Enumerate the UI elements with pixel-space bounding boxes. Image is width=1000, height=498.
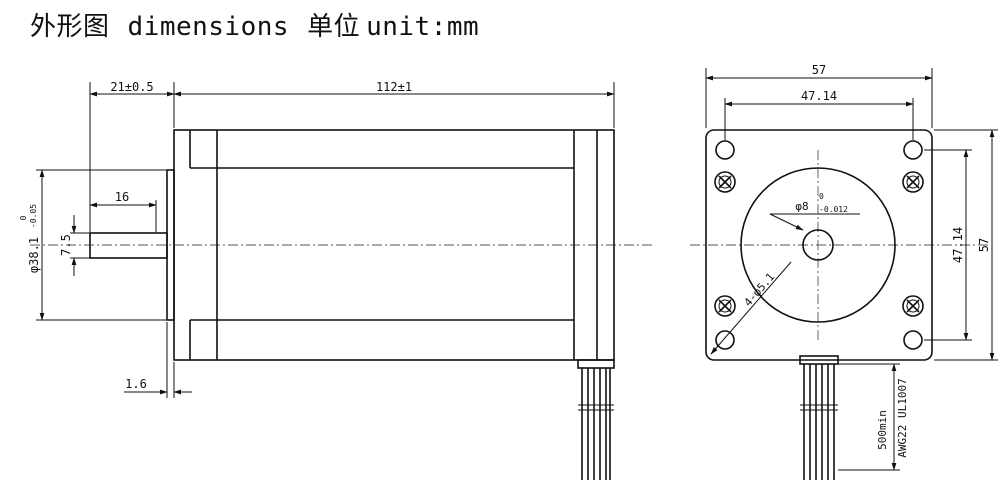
mount-hole-br	[903, 330, 923, 350]
dim-shaft-diameter: 7.5	[59, 234, 73, 256]
dim-front-height: 57	[977, 238, 991, 252]
shaft-hole	[802, 229, 834, 261]
wire-spec: AWG22 UL1007	[896, 378, 909, 457]
front-flange	[705, 129, 933, 361]
dim-body-length: 112±1	[376, 80, 412, 94]
dim-pilot-tol-upper: 0	[19, 215, 28, 220]
title-unit-text: unit:mm	[366, 12, 480, 42]
mount-hole-bl	[715, 330, 735, 350]
dim-shaft-tol-lower: -0.012	[819, 205, 848, 214]
screw-bl	[714, 295, 736, 317]
motor-body	[173, 129, 615, 361]
screw-tr	[902, 171, 924, 193]
title-chinese: 外形图	[30, 12, 110, 42]
dim-lead-length: 500min	[876, 410, 889, 450]
front-view: 57 47.14 47.14 57 φ8 0 -0.012 4-φ5.1	[690, 63, 998, 480]
front-lead-wires	[800, 364, 838, 480]
mount-hole-tr	[903, 140, 923, 160]
mount-hole-tl	[715, 140, 735, 160]
dim-front-width: 57	[812, 63, 826, 77]
side-view: 21±0.5 112±1 16 7.5 φ38.1 0 -0.05 1.6	[19, 80, 655, 480]
dim-pilot-tol-lower: -0.05	[29, 204, 38, 228]
front-cable-exit	[799, 355, 839, 365]
title-dimensions: dimensions	[127, 12, 290, 42]
side-cable-exit	[577, 359, 615, 369]
dim-shaft-tol-upper: 0	[819, 192, 824, 201]
screw-br	[902, 295, 924, 317]
title-unit-chinese: 单位	[307, 12, 361, 42]
side-lead-wires	[578, 368, 614, 480]
dim-pilot-diameter: φ38.1	[27, 237, 41, 273]
screw-tl	[714, 171, 736, 193]
dim-flange-thickness: 1.6	[125, 377, 147, 391]
dim-shaft-flat-length: 16	[115, 190, 129, 204]
dim-shaft-hole: φ8	[795, 200, 808, 213]
dim-hole-spacing-v: 47.14	[951, 227, 965, 263]
dim-hole-spacing-h: 47.14	[801, 89, 837, 103]
pilot-circle	[740, 167, 896, 323]
dim-shaft-extension: 21±0.5	[110, 80, 153, 94]
shaft	[89, 232, 168, 259]
